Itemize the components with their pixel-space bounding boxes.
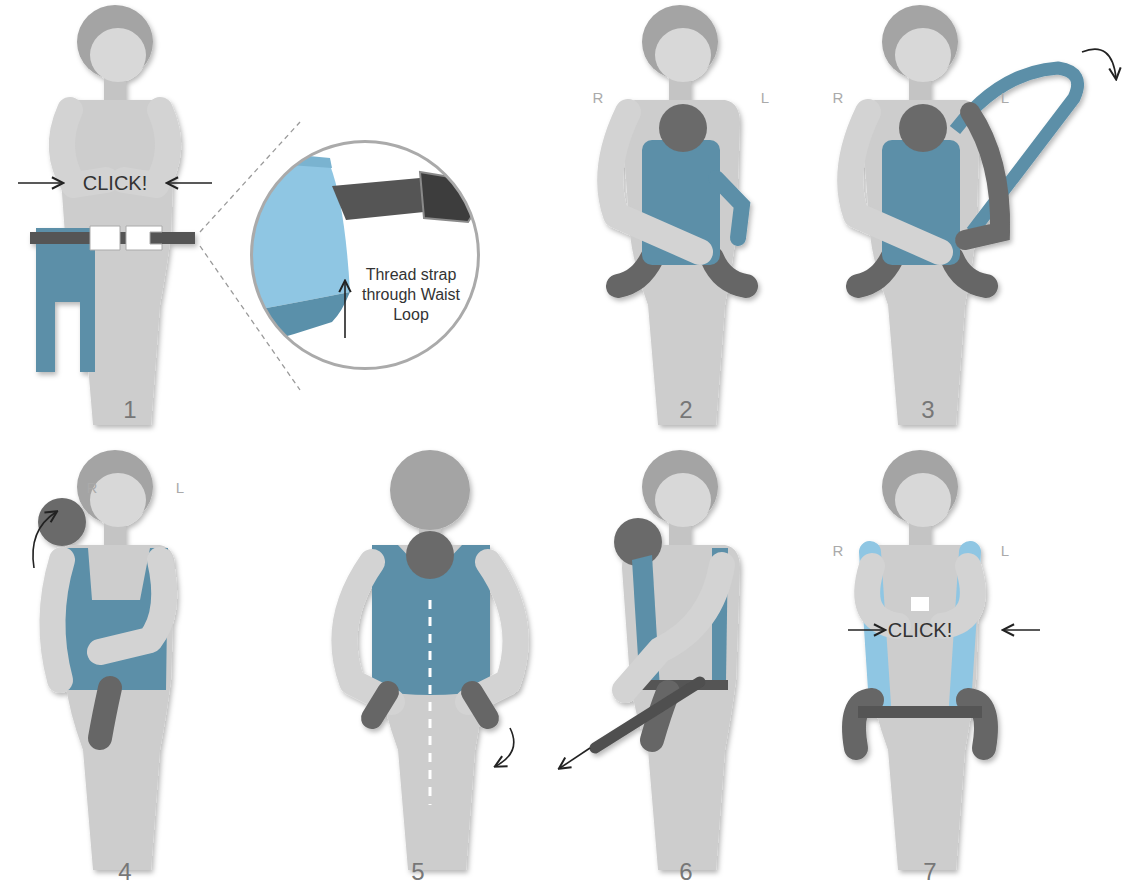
parent-body [372, 518, 490, 870]
push-arrow [848, 629, 884, 631]
parent-head [77, 450, 153, 527]
zoom-callout: Thread strap through Waist Loop [250, 140, 480, 370]
baby-leg [372, 692, 388, 718]
carrier-panel [36, 228, 95, 372]
parent-arm [610, 112, 700, 252]
step-number: 4 [118, 860, 131, 884]
step-number: 6 [679, 860, 692, 884]
step-number: 3 [921, 398, 934, 422]
baby-arm [965, 112, 1000, 240]
click-text: CLICK! [83, 173, 147, 193]
parent-arm [625, 565, 722, 690]
side-marker: R [593, 90, 604, 105]
zoom-detail [245, 150, 508, 348]
baby-leg [472, 692, 488, 718]
parent-head [642, 5, 718, 82]
side-marker: L [1001, 543, 1009, 558]
motion-arrow [1082, 49, 1116, 78]
thread-arrow [344, 282, 346, 338]
waist-belt [858, 706, 982, 718]
parent-head [390, 450, 470, 530]
step-number: 5 [411, 860, 424, 884]
side-marker: R [87, 480, 98, 495]
step-number: 2 [679, 398, 692, 422]
motion-arrow [33, 512, 56, 568]
parent-head [882, 5, 958, 82]
parent-arm [867, 566, 898, 626]
side-marker: L [1001, 90, 1009, 105]
side-marker: R [833, 90, 844, 105]
baby-head [406, 531, 454, 579]
callout-text: Thread strap through Waist Loop [348, 265, 474, 325]
strap-end [595, 682, 700, 748]
parent-body [57, 518, 175, 870]
parent-arm [344, 562, 392, 702]
push-arrow [1004, 629, 1040, 631]
figure-step-7 [854, 450, 986, 870]
figure-step-1 [30, 5, 195, 425]
baby-leg [952, 258, 986, 286]
parent-head [77, 5, 153, 82]
parent-arm [100, 560, 164, 652]
figure-step-3 [850, 5, 1077, 425]
click-text: CLICK! [888, 620, 952, 640]
baby-head [659, 104, 707, 152]
buckle [90, 226, 162, 250]
carrier-strap [62, 548, 168, 690]
motion-arrow [496, 728, 514, 766]
parent-arm [942, 566, 973, 626]
chest-clip [911, 597, 929, 611]
pull-arrow [560, 748, 590, 768]
side-marker: L [761, 90, 769, 105]
parent-head [882, 450, 958, 527]
push-arrow [18, 182, 62, 184]
parent-arm [850, 112, 940, 252]
push-arrow [168, 182, 212, 184]
step-number: 1 [123, 398, 136, 422]
side-marker: R [833, 543, 844, 558]
parent-head [642, 450, 718, 527]
carrier-flap [716, 178, 742, 238]
figure-step-4 [38, 450, 175, 870]
parent-arm [52, 560, 62, 680]
parent-arm [468, 562, 516, 702]
shoulder-strap [955, 68, 1078, 232]
step-number: 7 [923, 860, 936, 884]
baby-head [899, 104, 947, 152]
baby-leg [100, 688, 110, 738]
figure-step-5 [344, 450, 515, 870]
baby-leg [712, 258, 746, 286]
center-line [429, 600, 432, 805]
figure-step-6 [595, 450, 740, 870]
side-marker: L [176, 480, 184, 495]
figure-step-2 [610, 5, 746, 425]
